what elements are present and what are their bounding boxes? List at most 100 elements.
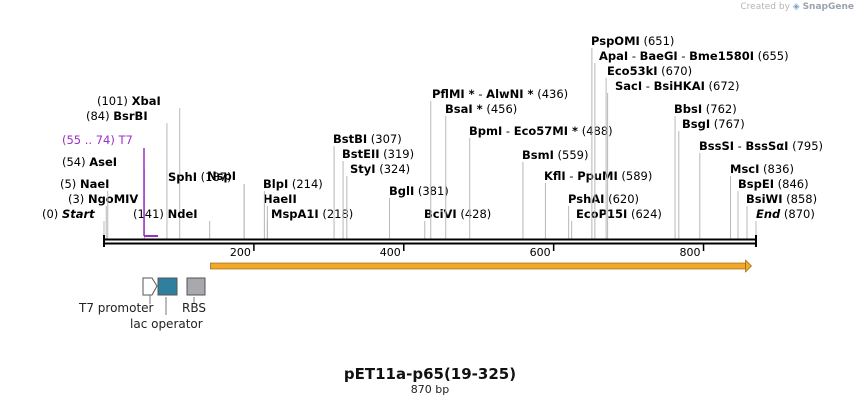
enzyme-name: BsrBI — [113, 109, 147, 123]
enzyme-label: EcoP15I (624) — [576, 207, 662, 221]
site-position: (428) — [457, 207, 492, 221]
site-position: (218) — [319, 207, 354, 221]
enzyme-label: (101) XbaI — [97, 94, 161, 108]
enzyme-name: HaeII — [263, 192, 297, 206]
site-position: (187) — [197, 170, 232, 184]
site-position: (870) — [780, 207, 815, 221]
site-position: (324) — [376, 162, 411, 176]
legend-label: RBS — [182, 301, 206, 315]
credit-prefix: Created by — [740, 2, 790, 12]
map-title: pET11a-p65(19-325) — [343, 365, 517, 383]
site-position: (319) — [380, 147, 415, 161]
enzyme-name: BsiHKAI — [654, 79, 705, 93]
enzyme-name: EcoP15I — [576, 207, 627, 221]
enzyme-name: BciVI — [424, 207, 457, 221]
enzyme-label: BsiWI (858) — [746, 192, 817, 206]
site-position: (651) — [640, 34, 675, 48]
name-separator: - — [642, 79, 653, 93]
orf-head — [745, 259, 752, 273]
enzyme-label: SphI (187) — [168, 170, 232, 184]
site-position: (858) — [783, 192, 818, 206]
t7-promoter-arrow-icon — [142, 277, 158, 296]
enzyme-name: StyI — [350, 162, 376, 176]
enzyme-name: BsiWI — [746, 192, 783, 206]
enzyme-name: AseI — [89, 155, 117, 169]
site-position: (0) — [42, 207, 62, 221]
enzyme-label: KflI - PpuMI (589) — [544, 169, 652, 183]
enzyme-name: PpuMI — [577, 169, 618, 183]
site-position: (214) — [288, 177, 323, 191]
site-position: (5) — [60, 177, 80, 191]
enzyme-name: Start — [62, 207, 95, 221]
site-position: (836) — [759, 162, 794, 176]
enzyme-name: NspI — [207, 169, 236, 183]
enzyme-name: NdeI — [168, 207, 198, 221]
site-position: (795) — [788, 139, 823, 153]
site-position: (381) — [414, 184, 449, 198]
enzyme-name: PflMI * — [432, 87, 475, 101]
primer-label: (55 .. 74) T7 — [62, 133, 133, 147]
enzyme-label: BsgI (767) — [682, 117, 745, 131]
name-separator: - — [475, 87, 486, 101]
site-position: (762) — [702, 102, 737, 116]
name-separator: - — [502, 124, 513, 138]
enzyme-label: NspI — [207, 169, 236, 183]
enzyme-name: End — [756, 207, 781, 221]
enzyme-label: BbsI (762) — [674, 102, 737, 116]
enzyme-label: (0) Start — [42, 207, 95, 221]
orf-body — [210, 262, 746, 270]
enzyme-label: MscI (836) — [730, 162, 794, 176]
site-position: (589) — [618, 169, 653, 183]
site-position: (767) — [710, 117, 745, 131]
enzyme-label: Eco53kI (670) — [607, 64, 692, 78]
site-position: (436) — [534, 87, 569, 101]
site-position: (307) — [367, 132, 402, 146]
primer-t7: (55 .. 74) T7 — [62, 133, 158, 237]
site-position: (620) — [604, 192, 639, 206]
enzyme-name: BaeGI — [640, 49, 678, 63]
site-position: (84) — [86, 109, 113, 123]
enzyme-label: MspA1I (218) — [271, 207, 353, 221]
enzyme-name: BstEII — [342, 147, 380, 161]
enzyme-label: PshAI (620) — [568, 192, 639, 206]
enzyme-name: ApaI — [599, 49, 628, 63]
enzyme-label: BstBI (307) — [333, 132, 402, 146]
ruler-tick-label: 600 — [530, 246, 551, 259]
name-separator: - — [566, 169, 577, 183]
enzyme-name: Eco57MI * — [514, 124, 578, 138]
enzyme-label: ApaI - BaeGI - Bme1580I (655) — [599, 49, 789, 63]
enzyme-name: BssSI — [699, 139, 734, 153]
enzyme-name: BsgI — [682, 117, 710, 131]
site-position: (672) — [705, 79, 740, 93]
enzyme-label: HaeII — [263, 192, 297, 206]
enzyme-label: PflMI * - AlwNI * (436) — [432, 87, 568, 101]
primer-position: (55 .. 74) — [62, 133, 119, 147]
enzyme-name: SphI — [168, 170, 197, 184]
enzyme-name: BssSαI — [746, 139, 789, 153]
legend-label: T7 promoter — [78, 301, 154, 315]
ruler-tick-label: 800 — [680, 246, 701, 259]
site-position: (846) — [774, 177, 809, 191]
enzyme-name: XbaI — [132, 94, 161, 108]
enzyme-label: BspEI (846) — [738, 177, 809, 191]
enzyme-name: BlpI — [263, 177, 288, 191]
enzyme-name: AlwNI * — [486, 87, 533, 101]
enzyme-name: MspA1I — [271, 207, 319, 221]
enzyme-label: SacI - BsiHKAI (672) — [615, 79, 739, 93]
site-position: (3) — [68, 192, 88, 206]
enzyme-name: BbsI — [674, 102, 702, 116]
rbs-box-icon — [186, 277, 206, 296]
site-position: (101) — [97, 94, 132, 108]
enzyme-label: (84) BsrBI — [86, 109, 148, 123]
enzyme-label: StyI (324) — [350, 162, 410, 176]
enzyme-label: BglI (381) — [389, 184, 449, 198]
orf-arrow — [210, 259, 752, 273]
ruler-tick-label: 400 — [380, 246, 401, 259]
enzyme-name: NgoMIV — [88, 192, 138, 206]
enzyme-label: (141) NdeI — [133, 207, 198, 221]
enzyme-label: (3) NgoMIV — [68, 192, 138, 206]
enzyme-label: BssSI - BssSαI (795) — [699, 139, 823, 153]
enzyme-name: BsaI * — [445, 102, 483, 116]
